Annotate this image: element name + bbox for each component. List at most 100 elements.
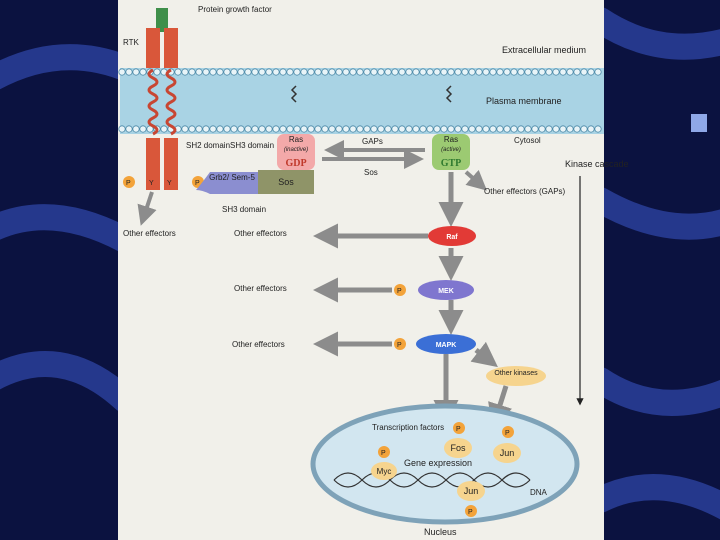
ras-active: Ras (active) GTP: [432, 85, 470, 170]
lipid-head: [552, 68, 560, 76]
lipid-head: [370, 68, 378, 76]
lipid-head: [244, 68, 252, 76]
lipid-head: [349, 68, 357, 76]
other-effectors-mapk-label: Other effectors: [232, 340, 285, 349]
lipid-head: [419, 68, 427, 76]
phospho-badge: [502, 426, 514, 438]
lipid-head: [566, 68, 574, 76]
lipid-head: [552, 125, 560, 133]
phospho-badge: [378, 446, 390, 458]
lipid-head: [258, 125, 266, 133]
lipid-head: [139, 125, 147, 133]
lipid-head: [293, 125, 301, 133]
lipid-head: [538, 125, 546, 133]
grb2-sos-complex: Grb2/ Sem-5 Sos: [196, 170, 314, 194]
lipid-head: [580, 68, 588, 76]
phospho-badge: [465, 505, 477, 517]
lipid-head: [363, 125, 371, 133]
lipid-head: [531, 68, 539, 76]
ligand-label: Protein growth factor: [198, 5, 272, 14]
lipid-head: [573, 68, 581, 76]
lipid-head: [496, 125, 504, 133]
phospho-label: P: [195, 180, 200, 187]
lipid-head: [118, 68, 126, 76]
phospho-label: P: [505, 430, 510, 437]
lipid-head: [545, 68, 553, 76]
phospho-badge: [394, 284, 406, 296]
lipid-head: [216, 68, 224, 76]
phospho-label: P: [397, 342, 402, 349]
lipid-head: [202, 68, 210, 76]
lipid-head: [433, 125, 441, 133]
lipid-head: [307, 125, 315, 133]
lipid-head: [412, 68, 420, 76]
lipid-head: [370, 125, 378, 133]
lipid-head: [454, 68, 462, 76]
lipid-head: [545, 125, 553, 133]
other-kinases-node: [486, 366, 546, 386]
background-swooshes: [0, 7, 720, 520]
lipid-head: [328, 125, 336, 133]
raf-label: Raf: [446, 234, 458, 241]
lipid-head: [594, 68, 602, 76]
lipid-head: [125, 125, 133, 133]
lipid-head: [153, 68, 161, 76]
other-effectors-gaps-label: Other effectors (GAPs): [484, 187, 566, 196]
lipid-head: [293, 68, 301, 76]
grb2-shape: [196, 172, 258, 194]
lipid-head: [356, 68, 364, 76]
phospho-label: P: [397, 288, 402, 295]
lipid-head: [209, 68, 217, 76]
lipid-head: [174, 68, 182, 76]
lipid-head: [524, 125, 532, 133]
ligand-label-text: Protein growth factor: [198, 5, 272, 14]
lipid-head: [398, 125, 406, 133]
mapk-label: MAPK: [436, 342, 457, 349]
jun-bottom-label: Jun: [464, 486, 479, 496]
lipid-head: [524, 68, 532, 76]
grb2-label: Grb2/ Sem-5: [209, 173, 255, 182]
rtk-receptor: [146, 8, 178, 190]
lipid-head: [377, 68, 385, 76]
lipid-head: [321, 68, 329, 76]
lipid-head: [118, 125, 126, 133]
phospho-badge: [123, 176, 135, 188]
lipid-head: [251, 125, 259, 133]
lipid-head: [279, 125, 287, 133]
gene-expression-label: Gene expression: [404, 458, 472, 468]
jun-top-node: [493, 443, 521, 463]
other-effectors-rtk-label: Other effectors: [123, 229, 176, 238]
lipid-head: [580, 125, 588, 133]
phospho-label: P: [456, 426, 461, 433]
lipid-head: [594, 125, 602, 133]
lipid-head: [405, 68, 413, 76]
lipid-head: [475, 125, 483, 133]
gtp-label: GTP: [441, 158, 462, 169]
lipid-head: [384, 68, 392, 76]
gaps-label: GAPs: [362, 137, 383, 146]
lipid-head: [405, 125, 413, 133]
lipid-head: [342, 125, 350, 133]
lipid-head: [503, 125, 511, 133]
fos-label: Fos: [450, 443, 466, 453]
lipid-heads: [118, 68, 602, 133]
extracellular-label: Extracellular medium: [502, 45, 586, 55]
sos-shape: [258, 170, 314, 194]
lipid-head: [447, 125, 455, 133]
lipid-head: [272, 125, 280, 133]
lipid-head: [426, 125, 434, 133]
lipid-head: [181, 125, 189, 133]
lipid-head: [237, 68, 245, 76]
lipid-head: [510, 68, 518, 76]
other-effectors-raf-label: Other effectors: [234, 229, 287, 238]
dna-helix: [333, 472, 531, 488]
lipid-head: [433, 68, 441, 76]
plasma-membrane: [118, 68, 604, 134]
lipid-head: [321, 125, 329, 133]
plasma-membrane-label: Plasma membrane: [486, 96, 562, 106]
rtk-phospho-sites: P Y Y P: [123, 176, 204, 188]
square-bullet-icon: [691, 114, 707, 132]
lipid-head: [475, 68, 483, 76]
transcription-factors-label: Transcription factors: [372, 423, 444, 432]
